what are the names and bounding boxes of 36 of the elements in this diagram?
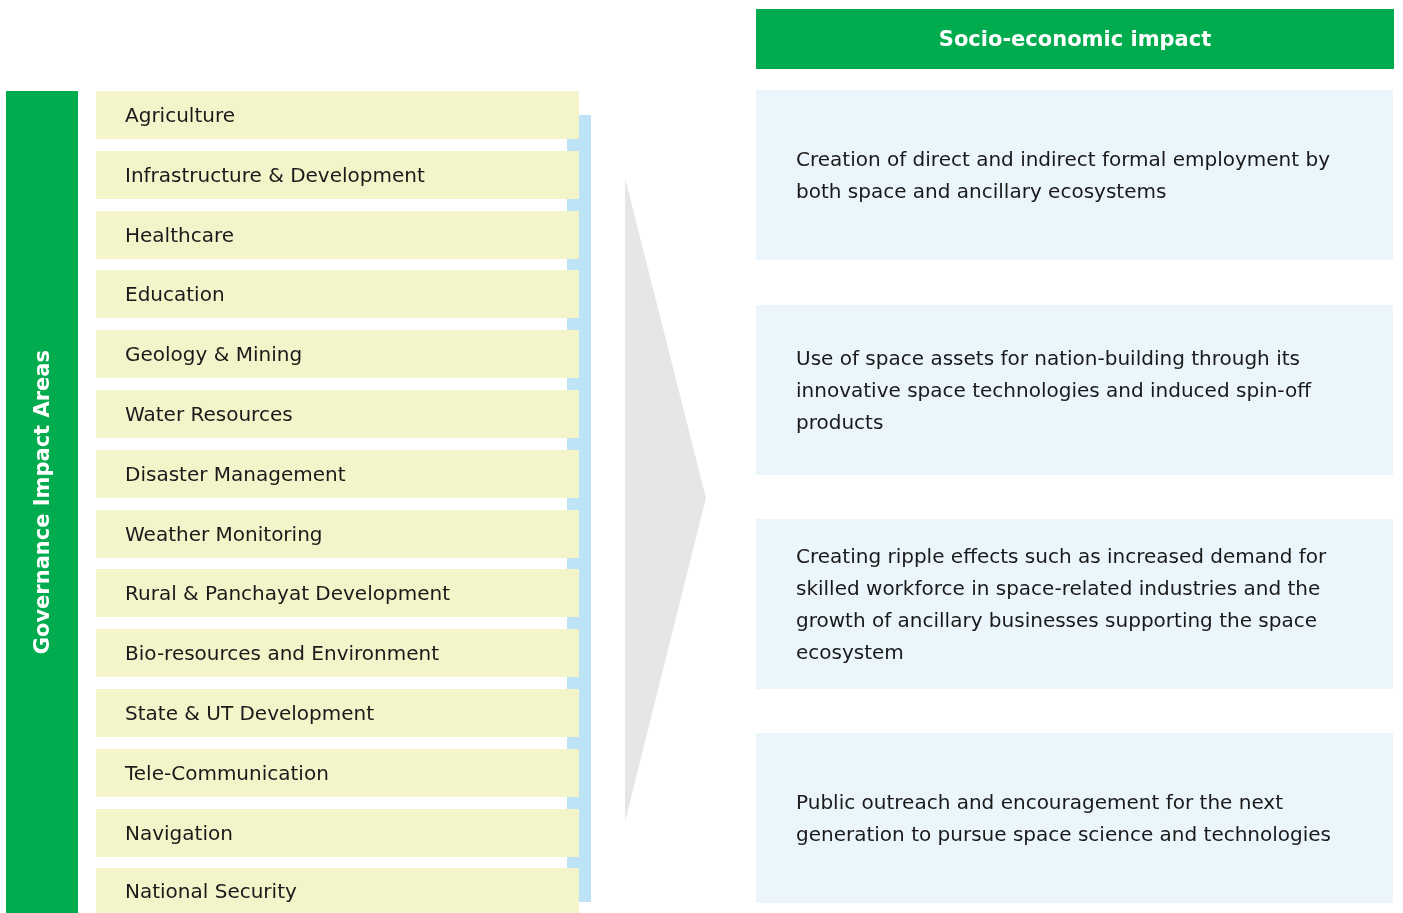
area-label: Tele-Communication bbox=[125, 761, 329, 785]
category-band bbox=[6, 91, 78, 913]
area-box bbox=[96, 510, 579, 558]
area-label: Navigation bbox=[125, 821, 233, 845]
area-label: Education bbox=[125, 282, 225, 306]
area-box bbox=[96, 330, 579, 378]
area-box bbox=[96, 211, 579, 259]
area-box bbox=[96, 629, 579, 677]
header-title: Socio-economic impact bbox=[938, 27, 1212, 51]
area-box bbox=[96, 390, 579, 438]
area-label: Rural & Panchayat Development bbox=[125, 581, 450, 605]
area-label: Infrastructure & Development bbox=[125, 163, 425, 187]
impact-text: Use of space assets for nation-building through its innovative space technologies and induced spin-off products bbox=[796, 345, 1313, 436]
band-title: Governance Impact Areas bbox=[30, 349, 54, 655]
area-label: State & UT Development bbox=[125, 701, 375, 725]
area-box bbox=[96, 868, 579, 913]
area-box bbox=[96, 809, 579, 857]
area-label: Weather Monitoring bbox=[125, 522, 323, 546]
area-label: Healthcare bbox=[125, 223, 234, 247]
area-label: Geology & Mining bbox=[125, 342, 303, 366]
area-box bbox=[96, 450, 579, 498]
impact-text: Creation of direct and indirect formal employment by both space and ancillary ecosystems bbox=[796, 146, 1331, 205]
area-box bbox=[96, 270, 579, 318]
area-label: National Security bbox=[125, 878, 297, 903]
area-box bbox=[96, 91, 579, 139]
area-box bbox=[96, 749, 579, 797]
area-box bbox=[96, 689, 579, 737]
impact-text: Creating ripple effects such as increased demand for skilled workforce in space-related industries and the growth of ancillary businesses supporting the space ecosystem bbox=[796, 543, 1328, 666]
impact-text: Public outreach and encouragement for the next generation to pursue space science and technologies bbox=[796, 789, 1333, 848]
area-box bbox=[96, 569, 579, 617]
header-box bbox=[756, 9, 1394, 69]
area-label: Agriculture bbox=[125, 103, 235, 127]
area-box bbox=[96, 151, 579, 199]
area-label: Water Resources bbox=[125, 402, 293, 426]
area-label: Disaster Management bbox=[125, 462, 346, 486]
area-label: Bio-resources and Environment bbox=[125, 641, 440, 665]
